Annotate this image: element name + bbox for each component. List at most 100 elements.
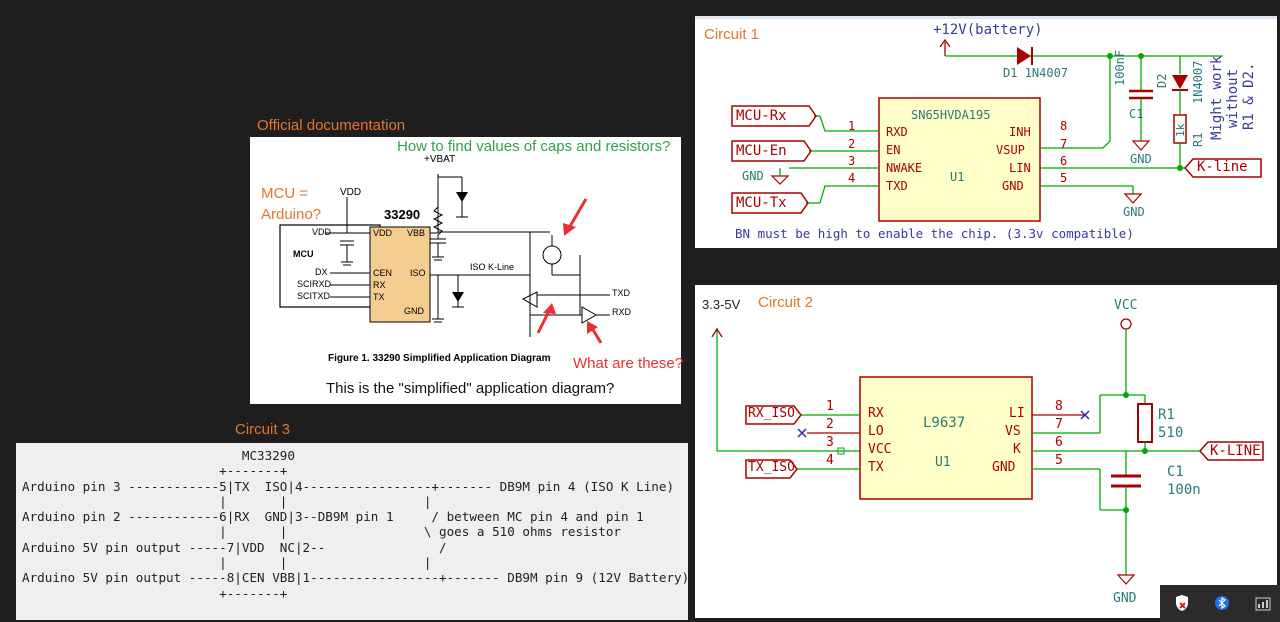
circuit3-panel: [16, 443, 688, 620]
circuit3-title: Circuit 3: [235, 421, 291, 438]
official-simplified-question: This is the "simplified" application dia…: [326, 380, 615, 397]
official-mcu-dx: DX: [315, 267, 328, 277]
official-pin-iso: ISO: [410, 268, 426, 278]
circuit2-num-3: 3: [826, 435, 834, 450]
circuit1-gnd-cap: GND: [1130, 152, 1152, 166]
circuit1-num-7: 7: [1060, 137, 1068, 151]
circuit1-mcu-tx: MCU-Tx: [736, 195, 787, 211]
circuit1-mcu-en: MCU-En: [736, 143, 787, 159]
circuit1-num-6: 6: [1060, 154, 1068, 168]
circuit1-num-2: 2: [848, 137, 856, 151]
circuit1-r1-value: 1k: [1174, 123, 1187, 137]
circuit2-chip: L9637: [923, 415, 966, 431]
circuit2-num-1: 1: [826, 399, 834, 414]
circuit2-gnd: GND: [1113, 591, 1137, 606]
circuit2-unit: U1: [935, 455, 951, 470]
circuit1-schematic: [695, 16, 1277, 222]
circuit2-schematic: [711, 318, 1264, 585]
system-tray: [1160, 585, 1280, 622]
circuit1-pin-left-1: RXD: [886, 125, 908, 139]
circuit1-d1: D1 1N4007: [1003, 66, 1069, 80]
circuit2-num-8: 8: [1055, 399, 1063, 414]
circuit2-num-2: 2: [826, 417, 834, 432]
circuit1-num-5: 5: [1060, 171, 1068, 185]
circuit2-pin-right-6: K: [1013, 442, 1021, 457]
circuit1-kline: K-line: [1197, 159, 1248, 175]
circuit1-num-4: 4: [848, 171, 856, 185]
circuit1-num-1: 1: [848, 119, 856, 133]
circuit1-pin-right-7: VSUP: [996, 143, 1025, 157]
official-pin-vdd: VDD: [373, 228, 393, 238]
circuit1-pin-left-3: NWAKE: [886, 161, 923, 175]
official-rxd: RXD: [612, 307, 632, 317]
official-doc-title: Official documentation: [257, 117, 406, 134]
circuit1-unit: U1: [950, 170, 965, 184]
circuit1-mcu-rx: MCU-Rx: [736, 108, 787, 124]
circuit1-d2-part: 1N4007: [1191, 60, 1205, 104]
circuit3-ascii-schematic: MC33290 +-------+ Arduino pin 3 --------…: [22, 448, 690, 601]
official-pin-rx: RX: [373, 280, 386, 290]
circuit2-c1-ref: C1: [1167, 464, 1184, 480]
circuit2-num-7: 7: [1055, 417, 1063, 432]
official-chip-name: 33290: [384, 207, 421, 222]
circuit2-rx-iso: RX_ISO: [748, 406, 795, 421]
circuit2-tx-iso: TX_ISO: [748, 460, 795, 475]
official-mcu-rx: SCIRXD: [297, 279, 332, 289]
official-pin-vbb: VBB: [407, 228, 426, 238]
official-mcu-vdd: VDD: [312, 227, 332, 237]
circuit2-pin-right-7: VS: [1005, 424, 1021, 439]
circuit1-cap-ref: C1: [1129, 107, 1144, 121]
circuit2-pin-left-4: TX: [868, 460, 884, 475]
circuit2-title: Circuit 2: [758, 294, 814, 311]
mcu-note-2: Arduino?: [261, 206, 322, 223]
circuit1-r1-ref: R1: [1191, 132, 1205, 147]
official-doc-panel: 33290 VDD +VBAT VDD MCU DX SCIRXD SCITXD…: [250, 137, 681, 404]
circuit1-chip: SN65HVDA195: [911, 108, 991, 122]
circuit1-note-3: R1 & D2.: [1241, 62, 1257, 130]
circuit1-pin-right-8: INH: [1009, 125, 1031, 139]
circuit1-note-2: without: [1225, 68, 1241, 128]
official-mcu-tx: SCITXD: [297, 291, 331, 301]
circuit2-pin-left-1: RX: [868, 406, 884, 421]
circuit1-note-1: Might work: [1209, 55, 1225, 140]
circuit2-pin-right-8: LI: [1009, 406, 1025, 421]
circuit2-pin-right-5: GND: [992, 460, 1016, 475]
official-txd: TXD: [612, 288, 630, 298]
battery-icon[interactable]: [1255, 596, 1271, 611]
circuit1-pin-right-6: LIN: [1009, 161, 1031, 175]
circuit1-en-note: BN must be high to enable the chip. (3.3…: [735, 226, 1134, 241]
circuit1-battery: +12V(battery): [933, 22, 1043, 38]
circuit2-r1-ref: R1: [1158, 407, 1175, 423]
question-what: What are these?: [573, 355, 684, 372]
circuit1-pin-right-5: GND: [1002, 179, 1024, 193]
circuit1-d2: D2: [1155, 73, 1169, 88]
circuit2-r1-value: 510: [1158, 425, 1184, 441]
official-schematic: [279, 174, 610, 344]
official-pin-gnd: GND: [404, 306, 424, 316]
circuit2-supply: 3.3-5V: [702, 297, 741, 312]
circuit1-gnd-left: GND: [742, 169, 764, 183]
circuit2-pin-left-3: VCC: [868, 442, 892, 457]
official-pin-cen: CEN: [373, 268, 393, 278]
circuit2-num-6: 6: [1055, 435, 1063, 450]
circuit2-num-4: 4: [826, 453, 834, 468]
bluetooth-icon[interactable]: [1215, 594, 1229, 612]
official-vdd-top: VDD: [340, 187, 362, 198]
circuit1-cap-value: 100nF: [1113, 49, 1127, 86]
security-shield-icon[interactable]: [1174, 594, 1190, 612]
circuit2-vcc: VCC: [1114, 298, 1138, 313]
official-pin-tx: TX: [373, 292, 385, 302]
mcu-note-1: MCU =: [261, 185, 309, 202]
official-vbat-top: +VBAT: [424, 154, 456, 165]
circuit2-panel: Circuit 2 3.3-5V VCC L9637 U1 RX_ISO TX_…: [695, 285, 1277, 618]
circuit1-pin-left-4: TXD: [886, 179, 908, 193]
circuit2-kline: K-LINE: [1210, 443, 1261, 459]
official-figure-caption: Figure 1. 33290 Simplified Application D…: [328, 353, 551, 364]
circuit2-pin-left-2: LO: [868, 424, 884, 439]
circuit1-gnd-chip: GND: [1123, 205, 1145, 219]
circuit1-num-3: 3: [848, 154, 856, 168]
circuit1-panel: Circuit 1 +12V(battery) D1 1N4007 SN65HV…: [695, 16, 1277, 248]
circuit1-title: Circuit 1: [704, 26, 760, 43]
official-iso-kline: ISO K-Line: [470, 262, 515, 272]
circuit1-pin-left-2: EN: [886, 143, 901, 157]
